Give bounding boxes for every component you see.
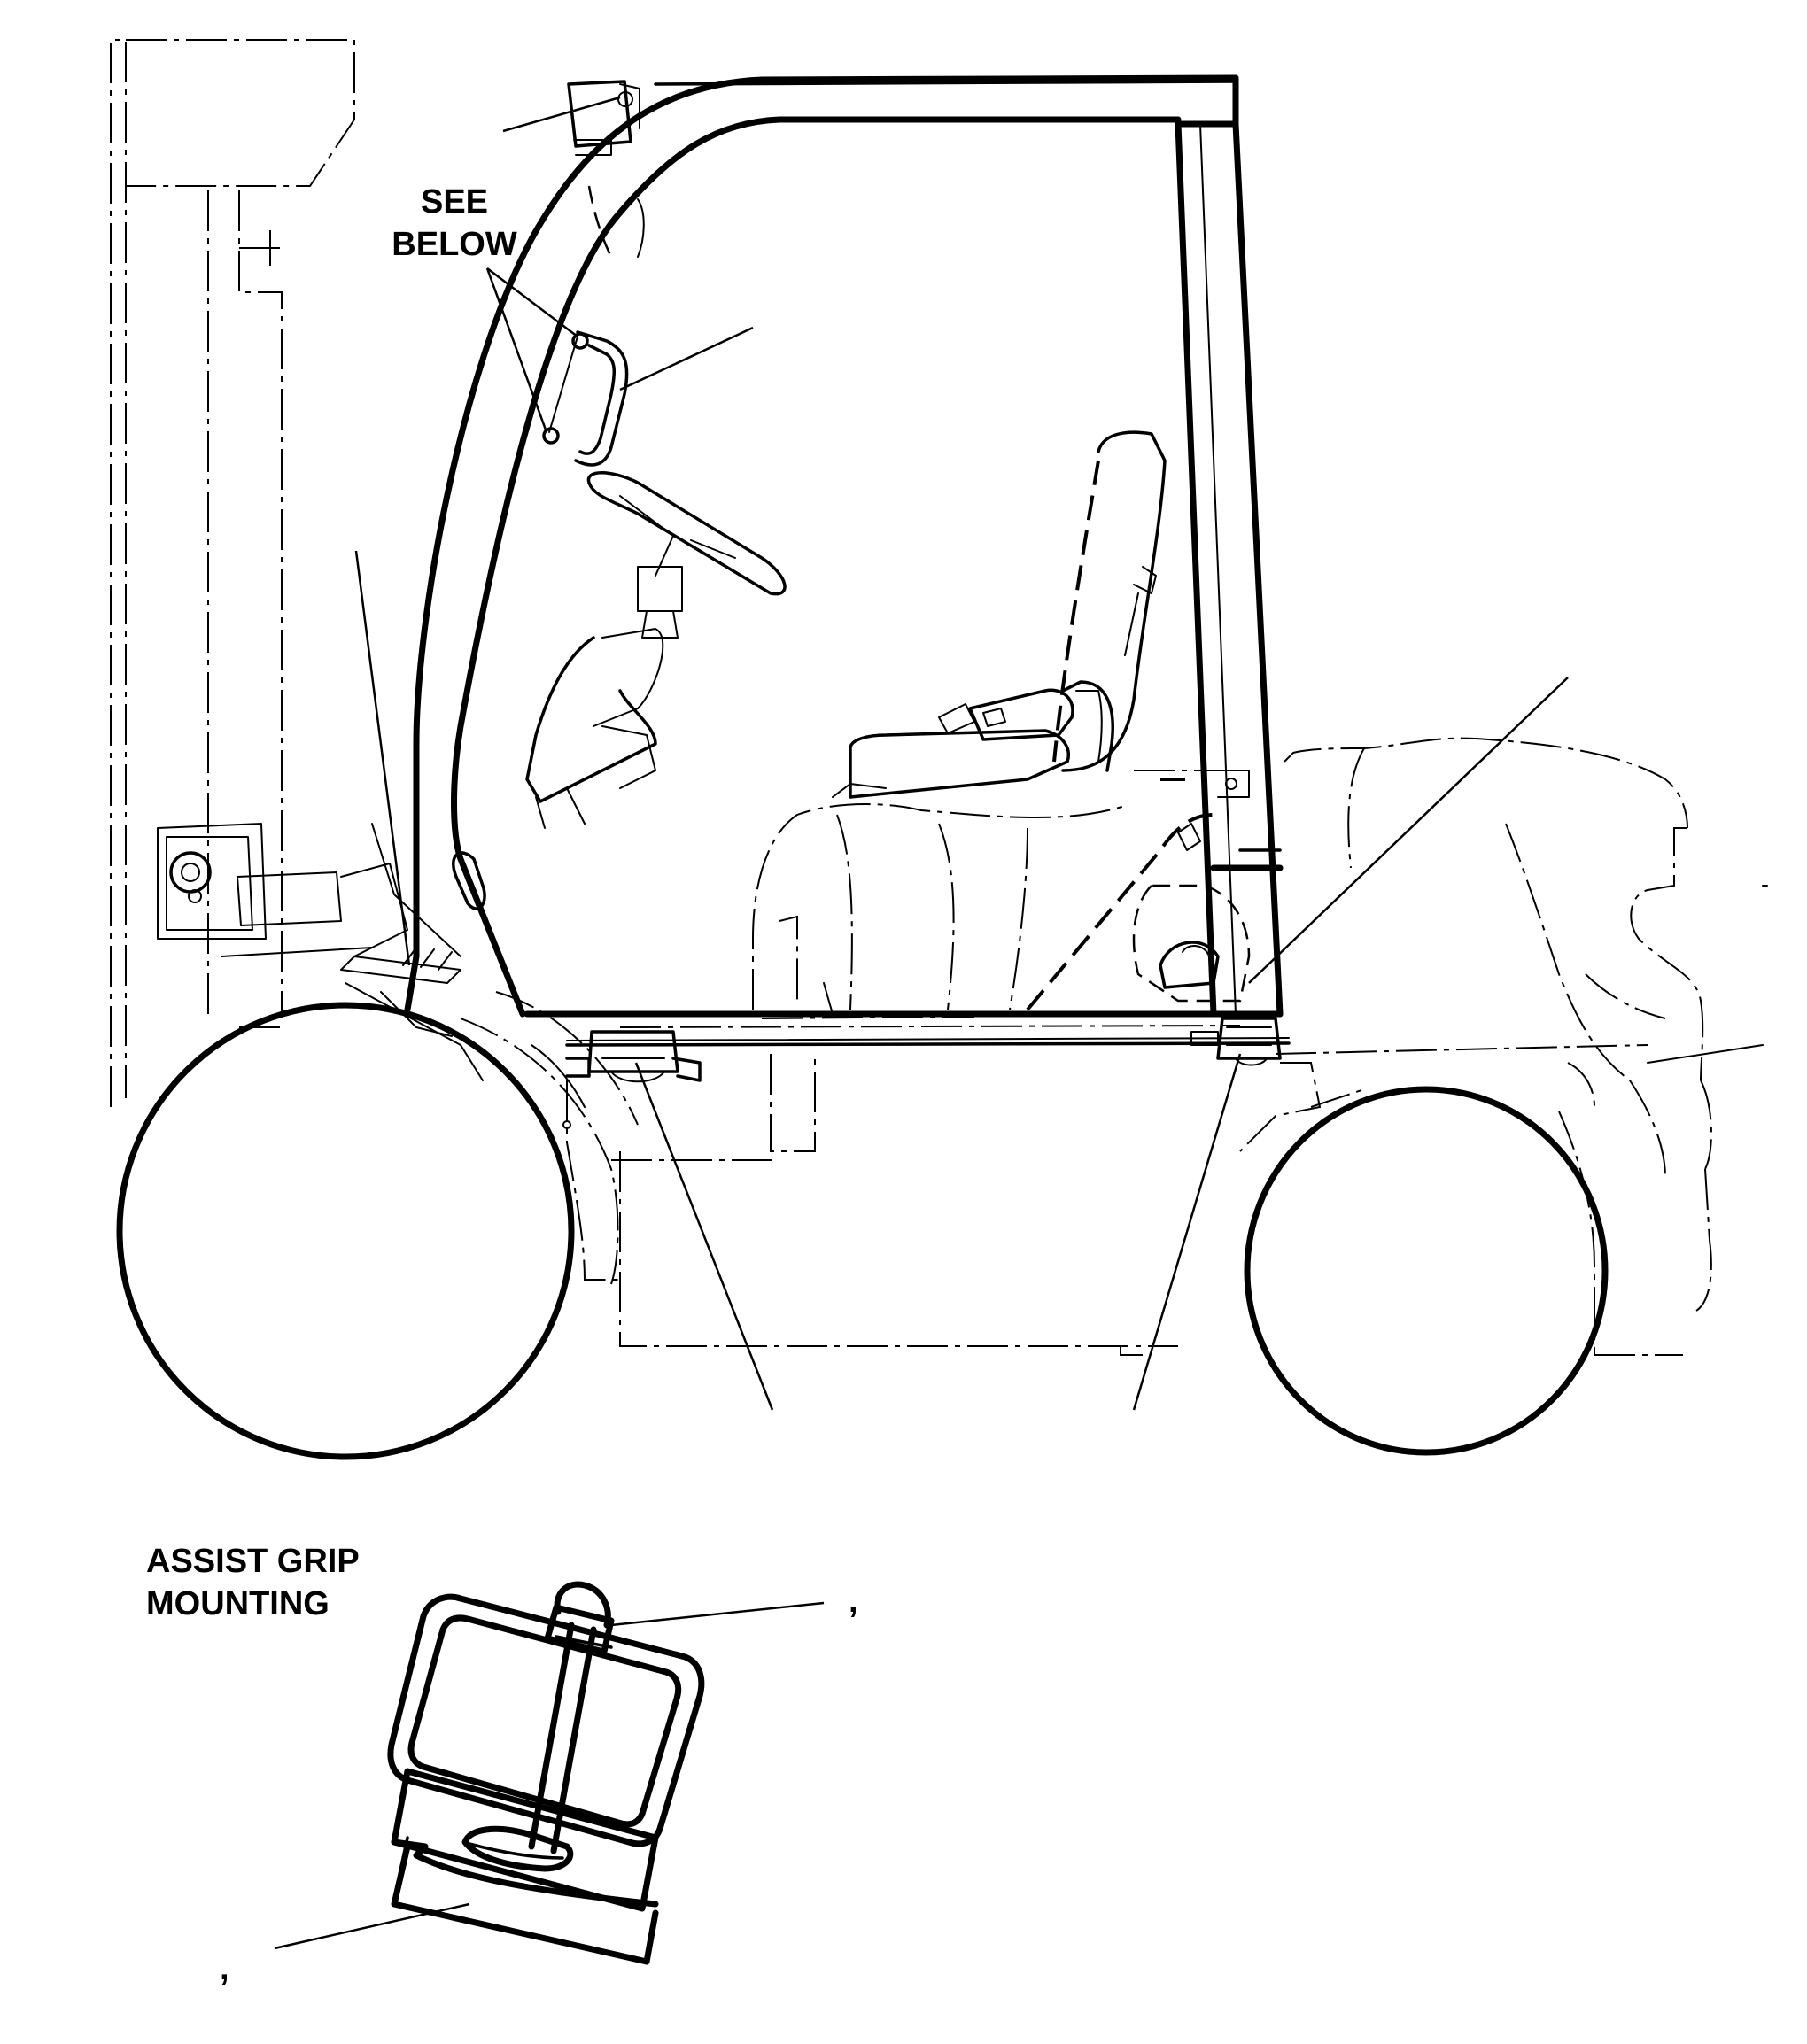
see-below-callout-line2: BELOW — [392, 226, 517, 263]
assist-grip — [542, 330, 629, 467]
inset-title-line2: MOUNTING — [146, 1585, 330, 1622]
hood-panel — [752, 770, 1222, 1015]
floor-plate — [523, 1010, 1291, 1083]
inset-bolt-mark: , — [220, 1950, 229, 1987]
inset-nut-mark: , — [849, 1583, 858, 1620]
operator-seat — [832, 430, 1167, 799]
tilt-cylinder-bracket — [157, 823, 484, 1081]
assist-grip-mounting-detail — [274, 1581, 825, 1965]
chassis-outline — [566, 1044, 1683, 1356]
overhead-guard-frame — [404, 74, 1284, 1018]
rear-post-bracket — [1132, 770, 1251, 1003]
front-wheel — [116, 1002, 575, 1460]
see-below-callout-line1: SEE — [421, 183, 488, 221]
rear-wheel — [1244, 1086, 1609, 1456]
front-fender — [460, 991, 639, 1285]
inset-title-line1: ASSIST GRIP — [146, 1543, 360, 1580]
mast-outline — [110, 39, 355, 1107]
leader-lines — [354, 96, 1569, 1411]
rear-body — [1284, 737, 1768, 1312]
steering-wheel-column — [525, 471, 787, 829]
